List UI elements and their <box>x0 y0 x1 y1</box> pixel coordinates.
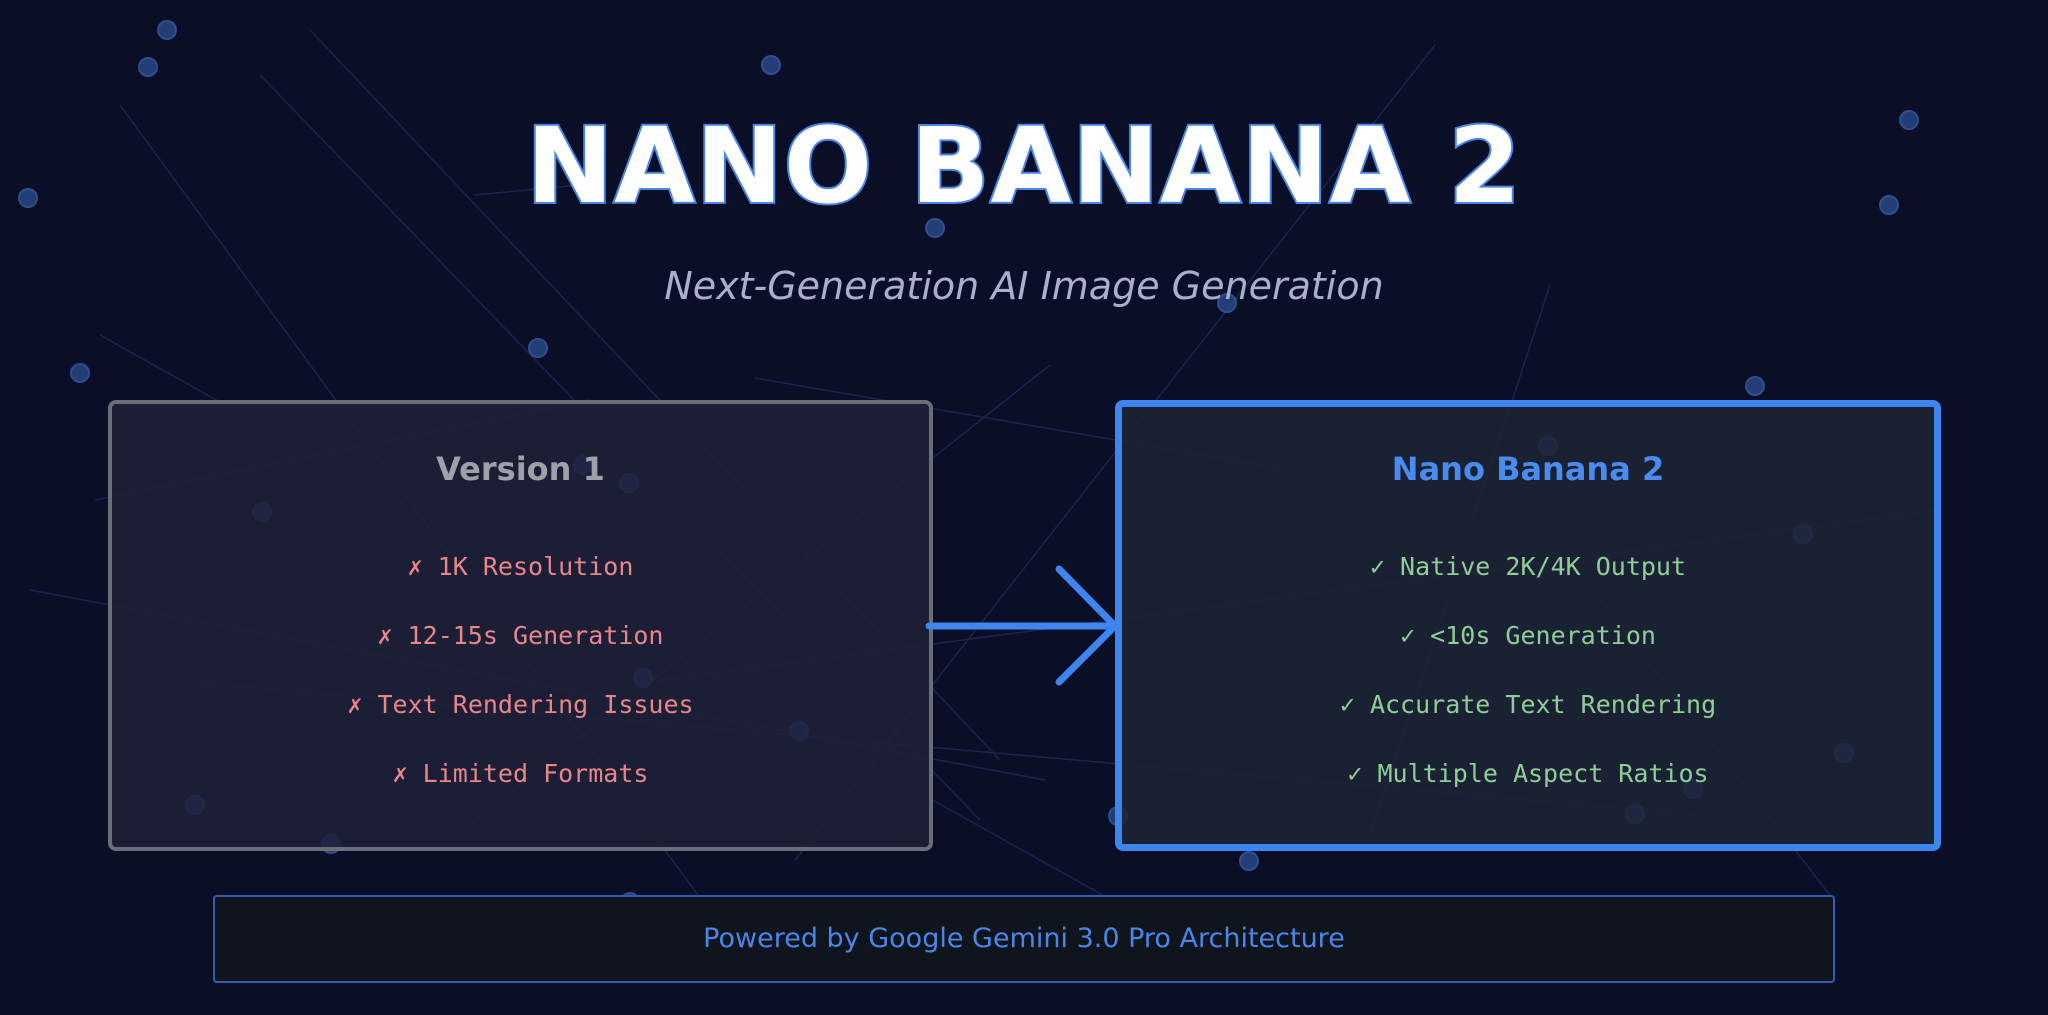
page-subtitle: Next-Generation AI Image Generation <box>664 264 1384 308</box>
list-item: ✗ Text Rendering Issues <box>347 690 694 719</box>
list-item: ✗ 1K Resolution <box>407 552 634 581</box>
version-1-heading: Version 1 <box>436 450 605 488</box>
nano-banana-2-list: ✓ Native 2K/4K Output ✓ <10s Generation … <box>1122 552 1934 828</box>
list-item: ✓ <10s Generation <box>1400 621 1656 650</box>
footer-banner: Powered by Google Gemini 3.0 Pro Archite… <box>213 895 1835 983</box>
list-item: ✓ Native 2K/4K Output <box>1369 552 1687 581</box>
list-item: ✓ Accurate Text Rendering <box>1339 690 1717 719</box>
version-1-card: Version 1 ✗ 1K Resolution ✗ 12-15s Gener… <box>108 400 933 851</box>
page-title: NANO BANANA 2 <box>524 103 1523 229</box>
nano-banana-2-heading: Nano Banana 2 <box>1391 450 1665 488</box>
nano-banana-2-card: Nano Banana 2 ✓ Native 2K/4K Output ✓ <1… <box>1115 400 1941 851</box>
list-item: ✗ Limited Formats <box>392 759 649 788</box>
list-item: ✓ Multiple Aspect Ratios <box>1347 759 1709 788</box>
list-item: ✗ 12-15s Generation <box>377 621 664 650</box>
version-1-list: ✗ 1K Resolution ✗ 12-15s Generation ✗ Te… <box>112 552 929 828</box>
